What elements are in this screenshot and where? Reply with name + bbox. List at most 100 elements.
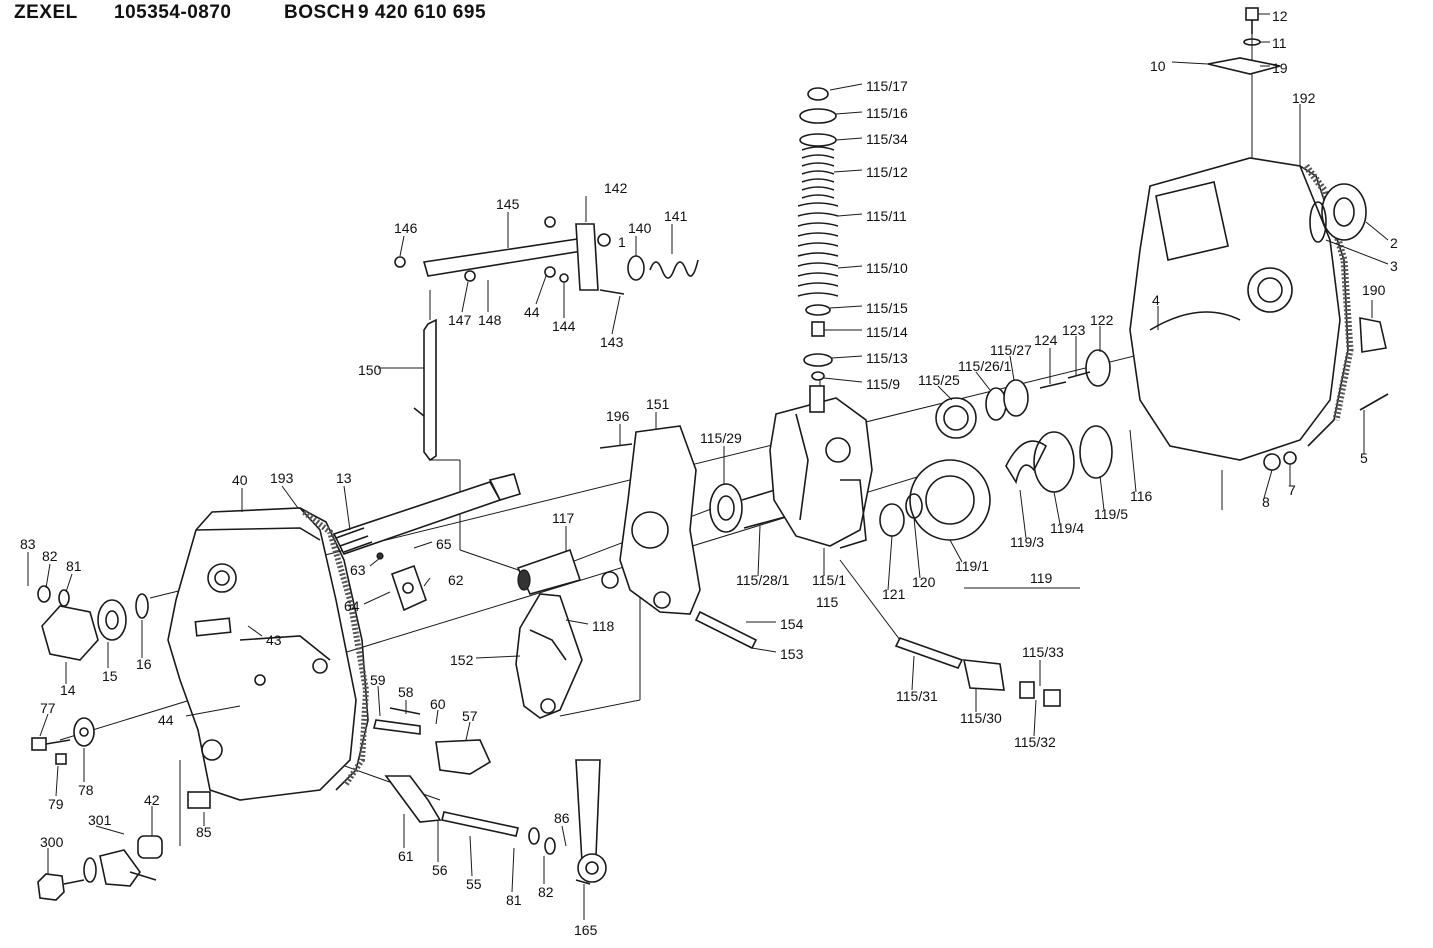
- callout-c82b: 82: [538, 884, 554, 900]
- gear-train: [879, 349, 1113, 541]
- top-cover-plate: [1207, 7, 1281, 75]
- callout-c143: 143: [600, 334, 624, 350]
- callout-c44b: 44: [158, 712, 174, 728]
- banjo-fitting: [37, 791, 211, 901]
- callout-c148: 148: [478, 312, 502, 328]
- callout-c82a: 82: [42, 548, 58, 564]
- callout-c55: 55: [466, 876, 482, 892]
- sliding-sleeve: [516, 548, 582, 595]
- callout-c10: 10: [1150, 58, 1166, 74]
- callout-c14: 14: [60, 682, 76, 698]
- drive-shaft: [332, 473, 521, 555]
- callout-c1: 1: [618, 234, 626, 250]
- callout-c147: 147: [448, 312, 472, 328]
- callout-c5: 5: [1360, 450, 1368, 466]
- shut-off-parts: [894, 637, 1061, 707]
- callout-c115_16: 115/16: [866, 105, 908, 121]
- callout-c16: 16: [136, 656, 152, 672]
- callout-c115_15: 115/15: [866, 300, 908, 316]
- callout-c115_34: 115/34: [866, 131, 908, 147]
- callout-c144: 144: [552, 318, 576, 334]
- nut-and-washer: [1263, 451, 1297, 471]
- callout-c19: 19: [1272, 60, 1288, 76]
- callout-c60: 60: [430, 696, 446, 712]
- callout-c300: 300: [40, 834, 64, 850]
- callout-c86: 86: [554, 810, 570, 826]
- callout-c115_1: 115/1: [812, 572, 846, 588]
- callout-c115_10: 115/10: [866, 260, 908, 276]
- callout-c154: 154: [780, 616, 804, 632]
- callout-c115_33: 115/33: [1022, 644, 1064, 660]
- callout-c78: 78: [78, 782, 94, 798]
- callout-c119_5: 119/5: [1094, 506, 1128, 522]
- callout-c58: 58: [398, 684, 414, 700]
- callout-c119_4: 119/4: [1050, 520, 1084, 536]
- callout-c115_11: 115/11: [866, 208, 907, 224]
- callout-c2: 2: [1390, 235, 1398, 251]
- support-bracket: [599, 425, 701, 615]
- callout-c152: 152: [450, 652, 474, 668]
- callout-c85: 85: [196, 824, 212, 840]
- callout-c146: 146: [394, 220, 418, 236]
- callout-c65: 65: [436, 536, 452, 552]
- callout-c120: 120: [912, 574, 936, 590]
- callout-c193: 193: [270, 470, 294, 486]
- callout-c119_3: 119/3: [1010, 534, 1044, 550]
- callout-c121: 121: [882, 586, 906, 602]
- screws-lower-left: [31, 717, 95, 765]
- main-housing-gasket: [1303, 163, 1354, 421]
- callout-c81b: 81: [506, 892, 522, 908]
- callout-c115_30: 115/30: [960, 710, 1002, 726]
- callout-c115: 115: [816, 594, 839, 610]
- callout-c64: 64: [344, 598, 360, 614]
- callout-c115_27: 115/27: [990, 342, 1032, 358]
- callout-c115_29: 115/29: [700, 430, 742, 446]
- callout-c140: 140: [628, 220, 652, 236]
- callout-c44a: 44: [524, 304, 540, 320]
- callout-c119: 119: [1030, 570, 1053, 586]
- callout-c115_26_1: 115/26/1: [958, 358, 1012, 374]
- callout-c117: 117: [552, 510, 575, 526]
- leader-lines: [27, 13, 1389, 920]
- callout-c59: 59: [370, 672, 386, 688]
- header-brand-zexel: ZEXEL: [14, 2, 78, 23]
- callout-c145: 145: [496, 196, 520, 212]
- callout-c77: 77: [40, 700, 56, 716]
- callout-c12: 12: [1272, 8, 1288, 24]
- housing-gasket: [302, 509, 370, 786]
- callout-c124: 124: [1034, 332, 1058, 348]
- callout-c118: 118: [592, 618, 615, 634]
- callout-c7: 7: [1288, 482, 1296, 498]
- callout-c115_32: 115/32: [1014, 734, 1056, 750]
- callout-c150: 150: [358, 362, 382, 378]
- callout-c115_14: 115/14: [866, 324, 908, 340]
- callout-c8: 8: [1262, 494, 1270, 510]
- callout-c56: 56: [432, 862, 448, 878]
- callout-c13: 13: [336, 470, 352, 486]
- callout-c165: 165: [574, 922, 598, 938]
- pivot-pin: [694, 610, 758, 650]
- callout-c301: 301: [88, 812, 112, 828]
- callout-c142: 142: [604, 180, 628, 196]
- callout-c115_25: 115/25: [918, 372, 960, 388]
- callout-c15: 15: [102, 668, 118, 684]
- callout-c42: 42: [144, 792, 160, 808]
- callout-c116: 116: [1130, 488, 1153, 504]
- callout-c115_28_1: 115/28/1: [736, 572, 790, 588]
- callout-c61: 61: [398, 848, 414, 864]
- flange-and-bush: [1309, 183, 1389, 411]
- header-part-number-bosch: 9 420 610 695: [358, 2, 487, 23]
- callout-c81a: 81: [66, 558, 82, 574]
- callout-c40: 40: [232, 472, 248, 488]
- callout-c4: 4: [1152, 292, 1160, 308]
- cover-plate: [376, 552, 427, 612]
- callout-c119_1: 119/1: [955, 558, 989, 574]
- callout-c141: 141: [664, 208, 688, 224]
- callout-c63: 63: [350, 562, 366, 578]
- callout-c151: 151: [646, 396, 670, 412]
- control-rod: [413, 318, 437, 462]
- pump-body: [769, 385, 873, 549]
- speed-lever-assembly: [373, 707, 607, 885]
